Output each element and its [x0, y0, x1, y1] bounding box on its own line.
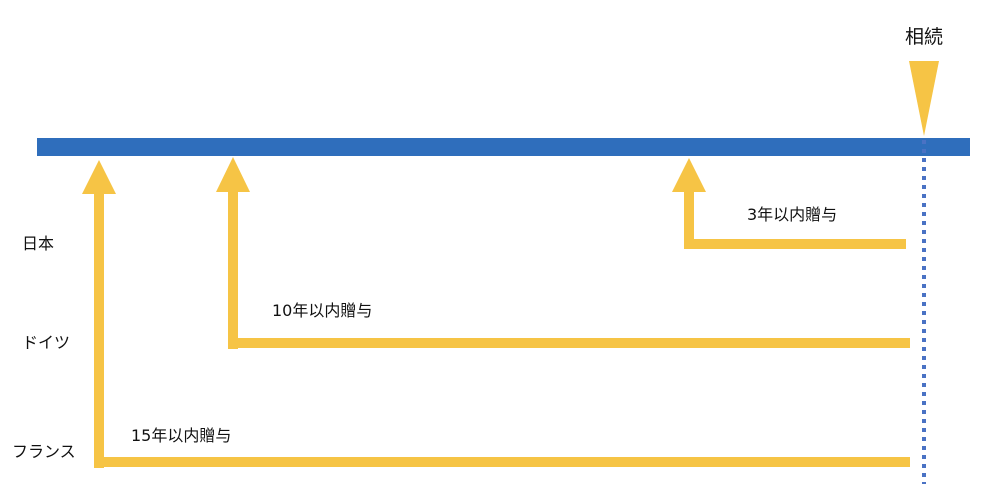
timeline-bar [37, 138, 970, 156]
period-label-france: 15年以内贈与 [131, 426, 231, 445]
period-label-germany: 10年以内贈与 [272, 301, 372, 320]
country-label-germany: ドイツ [22, 333, 70, 352]
inheritance-triangle [909, 61, 939, 136]
period-label-japan: 3年以内贈与 [747, 205, 837, 224]
arrow-france [82, 160, 910, 468]
arrow-germany [216, 157, 910, 349]
country-label-france: フランス [12, 442, 76, 461]
country-label-japan: 日本 [22, 234, 54, 253]
inheritance-label: 相続 [905, 26, 943, 48]
arrow-japan [672, 158, 906, 249]
